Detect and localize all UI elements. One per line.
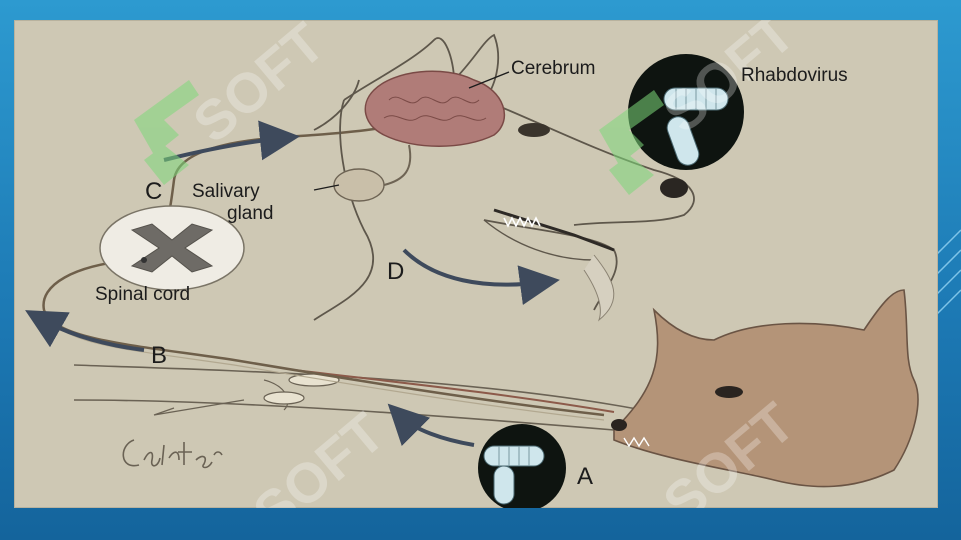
illustration-drawing [25,33,919,508]
salivary-leader [313,184,340,191]
human-arm [73,364,705,437]
label-c: C [145,178,163,205]
label-rhabdovirus: Rhabdovirus [741,65,848,86]
brain [364,70,505,147]
salivary-gland-shape [333,144,412,202]
dog-face-features [493,123,688,322]
arrow-d [402,248,560,305]
arrow-b [25,310,145,352]
rhabdovirus-inset-large [628,54,744,170]
spinal-cord-section [99,205,245,291]
cerebrum-leader [468,71,510,89]
arrow-a [387,403,475,447]
label-d: D [387,258,405,285]
label-gland: gland [227,203,274,224]
label-cerebrum: Cerebrum [511,58,596,79]
label-a: A [577,463,594,490]
artist-signature [122,439,223,469]
label-b: B [151,342,168,369]
watermark-logo-right [599,90,664,195]
watermark-logo-left [134,80,199,185]
fox-head [611,289,919,488]
label-salivary: Salivary [192,181,260,202]
rhabdovirus-inset-small [478,424,566,508]
arrow-c [163,120,300,162]
label-spinal-cord: Spinal cord [95,284,191,305]
arm-bones [263,373,340,405]
rabies-transmission-illustration: SOFT SOFT SOFT SOFT Cerebrum Rhabdovirus… [14,20,938,508]
